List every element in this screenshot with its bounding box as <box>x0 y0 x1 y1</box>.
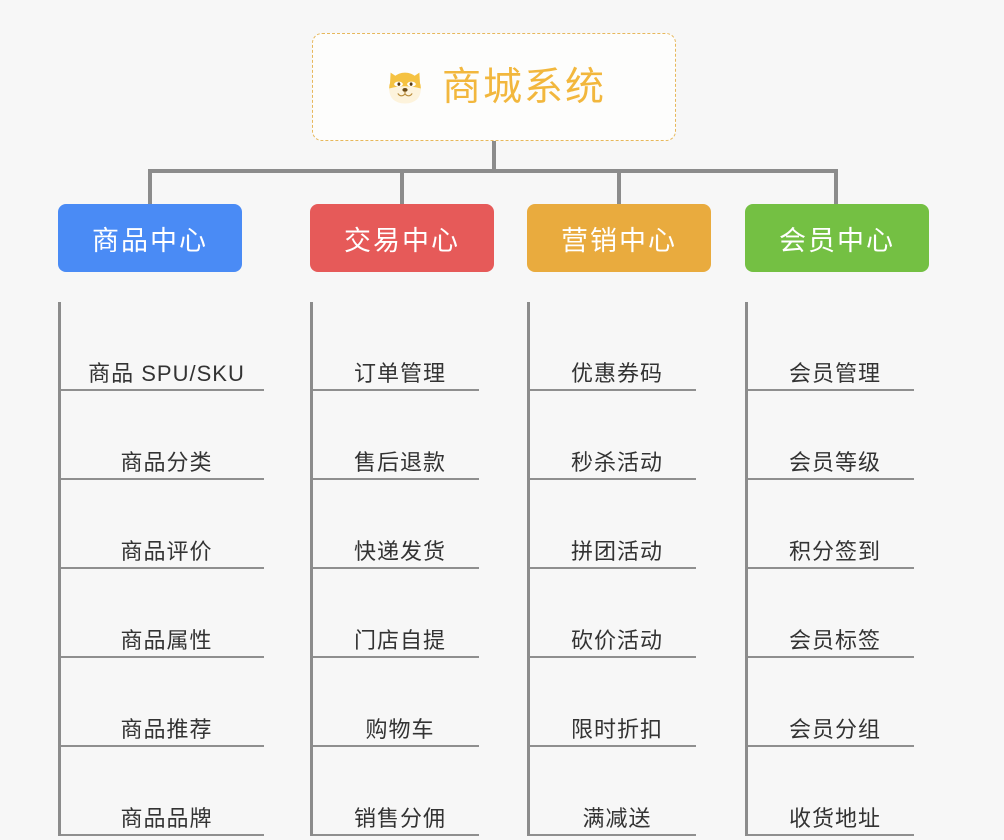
branch-header-label: 营销中心 <box>561 225 677 256</box>
branch-column-trade: 交易中心 订单管理 售后退款 快递发货 门店自提 购物车 销售分佣 <box>310 204 494 836</box>
connector-root-stem <box>492 141 496 173</box>
leaf-item[interactable]: 门店自提 <box>313 569 479 658</box>
leaf-item[interactable]: 商品属性 <box>61 569 264 658</box>
leaf-label: 购物车 <box>365 716 435 742</box>
leaf-item[interactable]: 订单管理 <box>313 302 479 391</box>
leaf-item[interactable]: 砍价活动 <box>530 569 696 658</box>
leaf-item[interactable]: 商品品牌 <box>61 747 264 836</box>
leaf-label: 满减送 <box>582 805 652 831</box>
leaf-item[interactable]: 销售分佣 <box>313 747 479 836</box>
leaf-label: 销售分佣 <box>353 805 446 831</box>
leaf-item[interactable]: 售后退款 <box>313 391 479 480</box>
leaf-label: 售后退款 <box>353 449 446 475</box>
leaf-label: 限时折扣 <box>570 716 663 742</box>
branch-header-trade[interactable]: 交易中心 <box>310 204 494 272</box>
leaf-item[interactable]: 会员标签 <box>748 569 914 658</box>
leaf-label: 订单管理 <box>353 360 446 386</box>
connector-drop-branch-2 <box>400 169 404 205</box>
leaf-label: 收货地址 <box>788 805 881 831</box>
connector-drop-branch-1 <box>148 169 152 205</box>
leaf-list-marketing: 优惠券码 秒杀活动 拼团活动 砍价活动 限时折扣 满减送 <box>527 302 696 836</box>
leaf-label: 会员管理 <box>788 360 881 386</box>
leaf-item[interactable]: 秒杀活动 <box>530 391 696 480</box>
leaf-item[interactable]: 限时折扣 <box>530 658 696 747</box>
leaf-item[interactable]: 会员等级 <box>748 391 914 480</box>
leaf-list-trade: 订单管理 售后退款 快递发货 门店自提 购物车 销售分佣 <box>310 302 479 836</box>
root-node[interactable]: 商城系统 <box>312 33 676 141</box>
leaf-item[interactable]: 购物车 <box>313 658 479 747</box>
shiba-dog-face-icon <box>389 72 421 104</box>
leaf-item[interactable]: 会员分组 <box>748 658 914 747</box>
connector-drop-branch-3 <box>617 169 621 205</box>
leaf-label: 商品属性 <box>120 627 213 653</box>
leaf-item[interactable]: 拼团活动 <box>530 480 696 569</box>
leaf-item[interactable]: 会员管理 <box>748 302 914 391</box>
leaf-label: 优惠券码 <box>570 360 663 386</box>
leaf-item[interactable]: 商品推荐 <box>61 658 264 747</box>
leaf-item[interactable]: 商品分类 <box>61 391 264 480</box>
leaf-label: 砍价活动 <box>570 627 663 653</box>
branch-header-member[interactable]: 会员中心 <box>745 204 929 272</box>
leaf-label: 门店自提 <box>353 627 446 653</box>
leaf-item[interactable]: 优惠券码 <box>530 302 696 391</box>
leaf-label: 会员等级 <box>788 449 881 475</box>
leaf-label: 商品 SPU/SKU <box>88 360 245 386</box>
branch-column-product: 商品中心 商品 SPU/SKU 商品分类 商品评价 商品属性 商品推荐 商品品牌 <box>58 204 264 836</box>
leaf-item[interactable]: 积分签到 <box>748 480 914 569</box>
leaf-label: 商品品牌 <box>120 805 213 831</box>
branch-header-label: 交易中心 <box>344 225 460 256</box>
leaf-label: 商品推荐 <box>120 716 213 742</box>
leaf-label: 拼团活动 <box>570 538 663 564</box>
leaf-label: 积分签到 <box>788 538 881 564</box>
leaf-label: 商品分类 <box>120 449 213 475</box>
leaf-label: 会员分组 <box>788 716 881 742</box>
branch-column-marketing: 营销中心 优惠券码 秒杀活动 拼团活动 砍价活动 限时折扣 满减送 <box>527 204 711 836</box>
leaf-item[interactable]: 快递发货 <box>313 480 479 569</box>
connector-drop-branch-4 <box>834 169 838 205</box>
leaf-label: 会员标签 <box>788 627 881 653</box>
leaf-item[interactable]: 收货地址 <box>748 747 914 836</box>
connector-horizontal-bus <box>148 169 838 173</box>
branch-header-marketing[interactable]: 营销中心 <box>527 204 711 272</box>
leaf-item[interactable]: 满减送 <box>530 747 696 836</box>
branch-header-product[interactable]: 商品中心 <box>58 204 242 272</box>
leaf-label: 商品评价 <box>120 538 213 564</box>
branch-header-label: 商品中心 <box>92 225 208 256</box>
branch-column-member: 会员中心 会员管理 会员等级 积分签到 会员标签 会员分组 收货地址 <box>745 204 929 836</box>
branch-header-label: 会员中心 <box>779 225 895 256</box>
leaf-label: 秒杀活动 <box>570 449 663 475</box>
leaf-label: 快递发货 <box>353 538 446 564</box>
leaf-item[interactable]: 商品评价 <box>61 480 264 569</box>
leaf-list-member: 会员管理 会员等级 积分签到 会员标签 会员分组 收货地址 <box>745 302 914 836</box>
leaf-list-product: 商品 SPU/SKU 商品分类 商品评价 商品属性 商品推荐 商品品牌 <box>58 302 264 836</box>
leaf-item[interactable]: 商品 SPU/SKU <box>61 302 264 391</box>
root-title: 商城系统 <box>441 65 606 109</box>
